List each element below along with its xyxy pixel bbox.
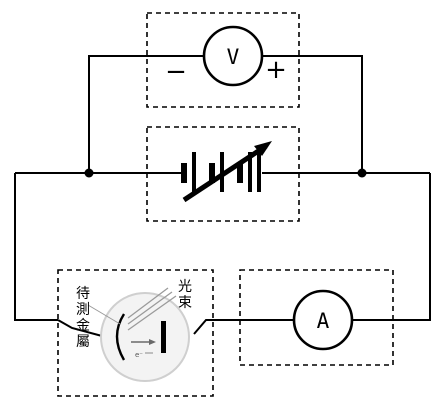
svg-text:待: 待 [76,286,90,302]
voltmeter-symbol: V [227,45,240,69]
svg-text:光: 光 [178,279,192,295]
voltmeter: V − + [165,25,287,87]
light-beam-label: 光 束 [178,279,192,311]
ammeter: A [292,289,354,351]
svg-text:屬: 屬 [76,334,90,350]
phototube: e⁻ [87,287,190,382]
variable-power-supply [147,141,299,203]
arrow-head-icon [254,141,272,156]
electron-label: e⁻ [135,351,143,359]
circuit-wires [14,55,431,337]
voltmeter-negative-sign: − [165,57,187,87]
svg-text:測: 測 [76,302,90,318]
junction-dot-right [357,168,367,178]
ammeter-box [239,269,394,366]
light-beam [127,287,177,331]
metal-label: 待 測 金 屬 [76,286,90,350]
ammeter-symbol: A [317,309,330,333]
voltmeter-positive-sign: + [265,55,287,85]
junction-dot-left [84,168,94,178]
svg-text:束: 束 [178,295,192,311]
svg-text:金: 金 [76,318,90,334]
phototube-box [57,269,214,397]
voltmeter-box [146,12,300,108]
